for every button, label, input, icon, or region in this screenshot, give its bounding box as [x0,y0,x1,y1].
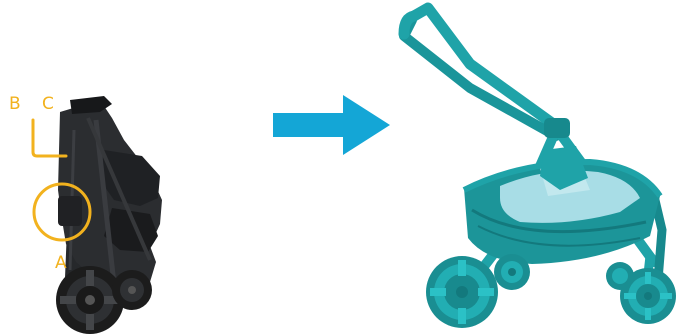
folded-stroller-icon [56,96,162,334]
unfolded-back-wheel [494,254,530,290]
folded-rear-wheel [56,266,124,334]
folded-front-wheel [112,270,152,310]
label-b: B [9,94,21,114]
unfolded-front-wheel-2 [606,262,634,290]
unfolded-stroller-icon [404,8,676,328]
unfolded-rear-wheel [426,256,498,328]
label-c: C [42,94,54,114]
label-a: A [55,253,67,273]
right-arrow-icon [273,95,390,155]
